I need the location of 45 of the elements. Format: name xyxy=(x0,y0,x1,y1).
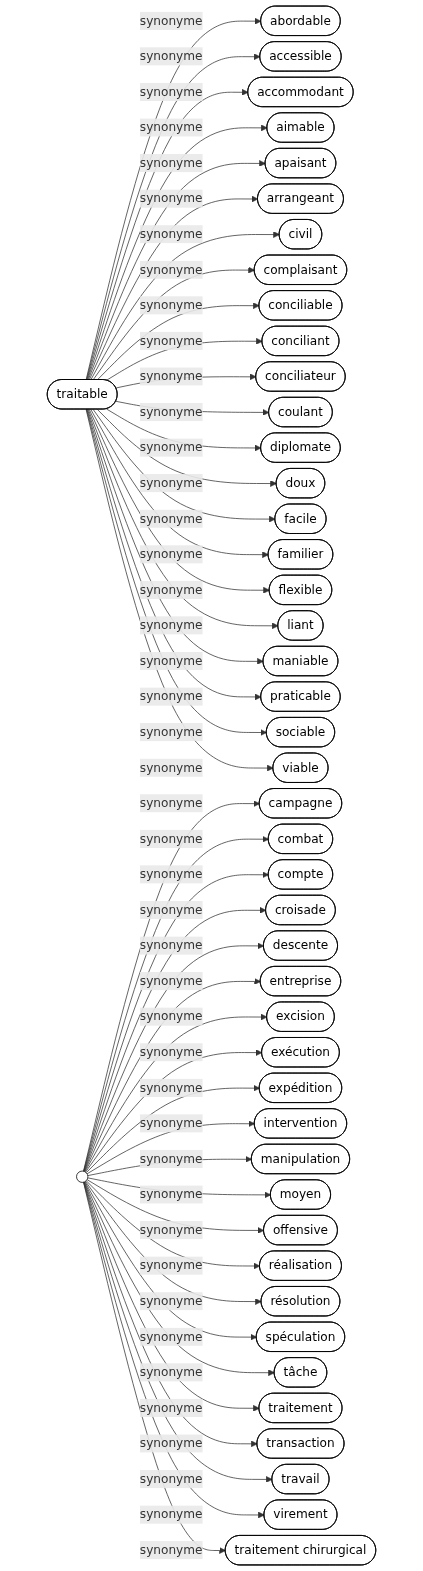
edge-label: synonyme xyxy=(139,617,203,633)
edge-label: synonyme xyxy=(139,1009,203,1024)
edge-label: synonyme xyxy=(139,155,203,170)
edge-label: synonyme xyxy=(139,1186,203,1202)
edge-label: synonyme xyxy=(139,119,203,135)
edge-label: synonyme xyxy=(139,1044,203,1060)
edge-label: synonyme xyxy=(139,866,203,882)
edge-label: synonyme xyxy=(139,475,203,490)
edge-label: synonyme xyxy=(139,368,203,384)
edge-label: synonyme xyxy=(139,297,203,313)
edge-label: synonyme xyxy=(139,404,203,419)
edge-label: synonyme xyxy=(139,1542,203,1557)
edge-label: synonyme xyxy=(139,973,203,988)
edge-label: synonyme xyxy=(139,1329,203,1344)
edge-label: synonyme xyxy=(139,795,203,811)
edge-label: synonyme xyxy=(139,689,203,704)
edge-label: synonyme xyxy=(139,902,203,917)
edge-label: synonyme xyxy=(139,582,203,597)
edge-label: synonyme xyxy=(139,511,203,526)
edge-label: synonyme xyxy=(139,1400,203,1415)
edge-label: synonyme xyxy=(139,226,203,242)
edge-label: synonyme xyxy=(139,48,203,64)
edge-label: synonyme xyxy=(139,1151,203,1166)
edge-label: synonyme xyxy=(139,546,203,562)
edge-label: synonyme xyxy=(139,1435,203,1451)
edge-label: synonyme xyxy=(139,1507,203,1522)
edge-label: synonyme xyxy=(139,1258,203,1273)
edge-label: synonyme xyxy=(139,1222,203,1237)
edge-label: synonyme xyxy=(139,937,203,953)
edge-label: synonyme xyxy=(139,191,203,206)
edge-label: synonyme xyxy=(139,760,203,775)
edge-label: synonyme xyxy=(139,262,203,277)
node-circle xyxy=(76,1170,89,1183)
edge-label: synonyme xyxy=(139,1080,203,1095)
edge-label: synonyme xyxy=(139,724,203,739)
edge-label: synonyme xyxy=(139,1293,203,1309)
edge-label: synonyme xyxy=(139,333,203,348)
edge-label: synonyme xyxy=(139,1364,203,1380)
edge-label: synonyme xyxy=(139,831,203,846)
edge-label: synonyme xyxy=(139,84,203,99)
edge-label: synonyme xyxy=(139,1471,203,1486)
edge-label: synonyme xyxy=(139,653,203,668)
edge-label: synonyme xyxy=(139,440,203,455)
edge-label: synonyme xyxy=(139,13,203,28)
edge-label: synonyme xyxy=(139,1115,203,1131)
